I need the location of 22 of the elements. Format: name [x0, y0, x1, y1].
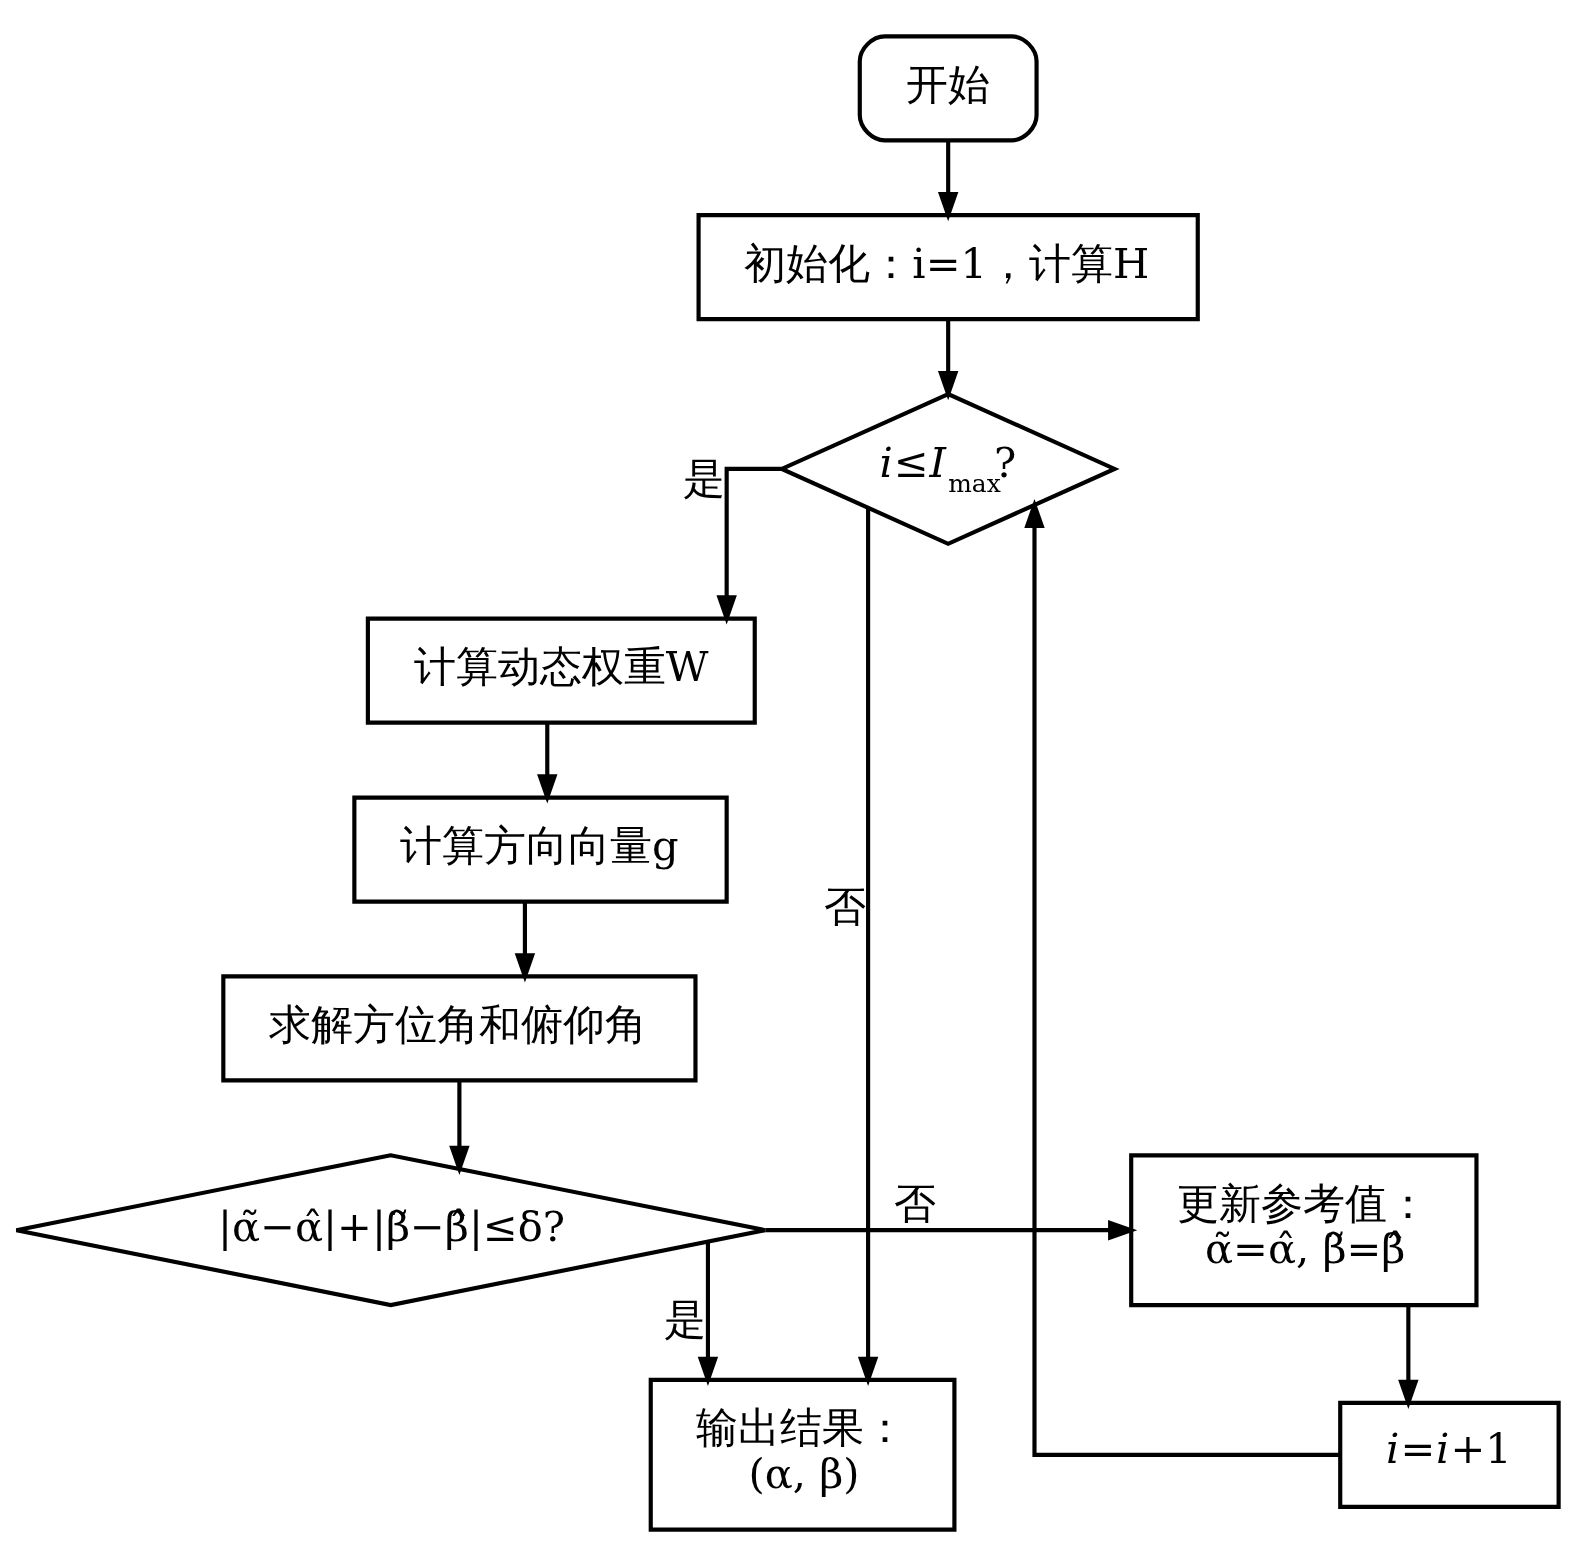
node-box: 求解方位角和俯仰角 — [221, 974, 698, 1083]
arrow — [537, 723, 558, 804]
node-box: i=i+1 — [1338, 1400, 1561, 1509]
arrow — [765, 1219, 1138, 1241]
edge-label: 否 — [894, 1178, 937, 1228]
arrow — [937, 141, 959, 222]
arrow — [449, 1080, 470, 1175]
node-box: 开始 — [857, 34, 1039, 143]
node-box: 初始化：i=1，计算H — [696, 213, 1200, 322]
node-box: 计算动态权重W — [365, 616, 757, 725]
arrow — [697, 1241, 719, 1386]
arrow — [716, 466, 782, 625]
node-box: 计算方向向量g — [352, 795, 729, 904]
arrow — [1024, 498, 1340, 1457]
arrow — [937, 319, 959, 401]
arrow — [1398, 1305, 1419, 1409]
node-box: 更新参考值： α̃=α̂, β̃=β̂ — [1129, 1153, 1479, 1308]
edge-label: 否 — [824, 882, 867, 932]
arrow — [857, 508, 879, 1386]
edge-label: 是 — [682, 454, 725, 504]
arrow — [514, 902, 536, 983]
node-box: 输出结果： (α, β) — [648, 1377, 957, 1532]
